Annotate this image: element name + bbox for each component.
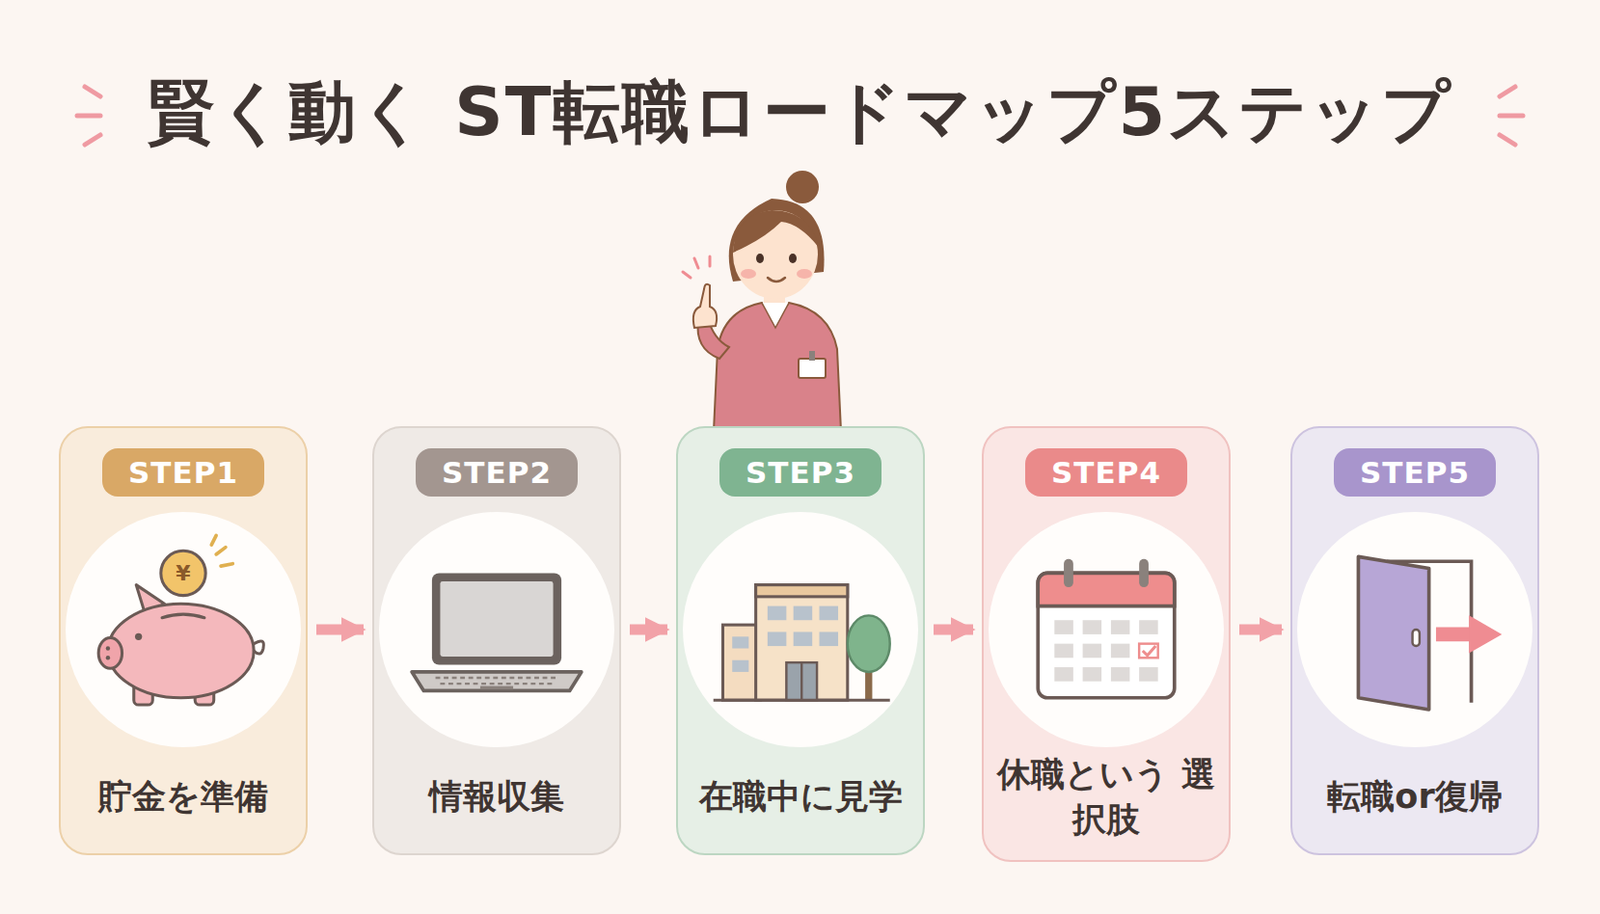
title: 賢く動く ST転職ロードマップ5ステップ (0, 67, 1600, 159)
step-label: 貯金を準備 (70, 774, 297, 820)
step-arrow (316, 624, 364, 636)
step-badge: STEP4 (1025, 448, 1188, 497)
step-icon (988, 512, 1224, 748)
step-icon (65, 512, 301, 748)
step-icon (379, 512, 615, 748)
step-icon (1297, 512, 1533, 748)
step-card: 休職という 選択肢 STEP4 (981, 426, 1231, 863)
step-label: 休職という 選択肢 (993, 752, 1220, 844)
icon-graphic (1297, 512, 1533, 748)
step-icon (682, 512, 919, 748)
step-arrow (933, 624, 974, 636)
nurse-illustration (675, 165, 888, 432)
dash (84, 135, 101, 145)
step-badge: STEP1 (102, 448, 265, 497)
dash (77, 113, 101, 119)
dash (1499, 113, 1523, 119)
step-label: 在職中に見学 (687, 774, 914, 820)
step-arrow (629, 624, 668, 636)
step-card: 在職中に見学 STEP3 (676, 426, 925, 856)
step-badge: STEP2 (415, 448, 578, 497)
step-card: 転職or復帰 STEP5 (1290, 426, 1540, 856)
icon-graphic (65, 512, 301, 748)
step-card: 貯金を準備 STEP1 (58, 426, 308, 856)
step-badge: STEP3 (719, 448, 882, 497)
step-card: 情報収集 STEP2 (372, 426, 622, 856)
icon-graphic (379, 512, 615, 748)
dash (1499, 86, 1516, 97)
step-label: 情報収集 (383, 774, 610, 820)
icon-graphic (682, 512, 919, 748)
icon-graphic (988, 512, 1224, 748)
step-number: STEP1 (128, 455, 239, 490)
step-arrow (1239, 624, 1282, 636)
step-badge: STEP5 (1333, 448, 1496, 497)
step-label: 転職or復帰 (1301, 774, 1528, 820)
step-number: STEP3 (745, 455, 856, 490)
dash (84, 86, 101, 97)
dash (1499, 135, 1516, 145)
step-number: STEP2 (441, 455, 552, 490)
coin-symbol: ¥ (175, 561, 190, 586)
step-number: STEP5 (1359, 455, 1470, 490)
step-number: STEP4 (1051, 455, 1162, 490)
